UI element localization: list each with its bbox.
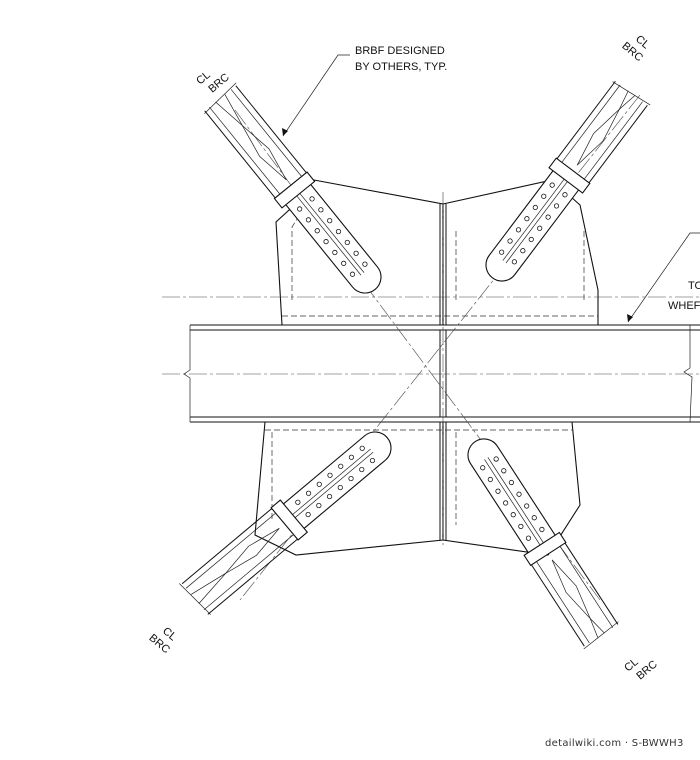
label-cl-brc-bottom-left: CL BRC [146, 625, 178, 656]
beam [190, 324, 700, 423]
brace-top-right [485, 80, 651, 282]
label-cl-brc-bottom-right: CL BRC [622, 656, 660, 682]
leader-brbf-note [282, 54, 350, 137]
beam-break-left [183, 325, 191, 422]
leader-right-note [627, 232, 700, 323]
right-note-line1: TO [688, 280, 700, 292]
label-cl-brc-top-right: CL BRC [619, 33, 651, 64]
brbf-note-line1: BRBF DESIGNED [355, 45, 445, 57]
right-note-line2: WHEF [668, 300, 700, 312]
brc-label: BRC [206, 71, 232, 95]
brace-bottom-left [179, 431, 392, 615]
beam-break-right [683, 325, 693, 423]
brace-bottom-right [467, 438, 619, 650]
brace-top-left [204, 82, 382, 294]
watermark: detailwiki.com · S-BWWH3 [545, 738, 684, 749]
brbf-note-line2: BY OTHERS, TYP. [355, 61, 447, 73]
brc-label: BRC [634, 658, 660, 682]
